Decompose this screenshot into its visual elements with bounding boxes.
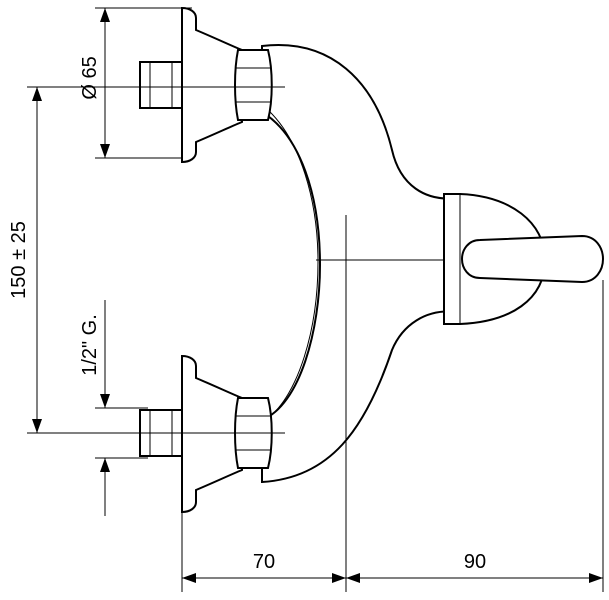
lever-projection-label: 90	[464, 551, 486, 573]
flange-diameter-dimension: Ø 65	[79, 7, 192, 159]
upper-flange	[181, 6, 243, 164]
inlet-spacing-dimension: 150 ± 25	[8, 86, 150, 434]
depth-to-centerline-label: 70	[253, 551, 275, 573]
mixer-body-inner-edge	[267, 109, 319, 419]
upper-hex-nut	[234, 49, 273, 121]
upper-threaded-connector	[139, 61, 183, 109]
thread-size-dimension: 1/2" G.	[79, 300, 148, 516]
inlet-spacing-label: 150 ± 25	[8, 221, 30, 299]
lower-flange	[181, 354, 243, 514]
flange-diameter-label: Ø 65	[79, 56, 101, 99]
horizontal-dimensions: 70 90	[181, 280, 604, 592]
mixer-body	[261, 44, 459, 484]
thread-size-label: 1/2" G.	[79, 314, 101, 376]
lever-handle	[460, 234, 605, 284]
centerlines	[110, 86, 445, 592]
